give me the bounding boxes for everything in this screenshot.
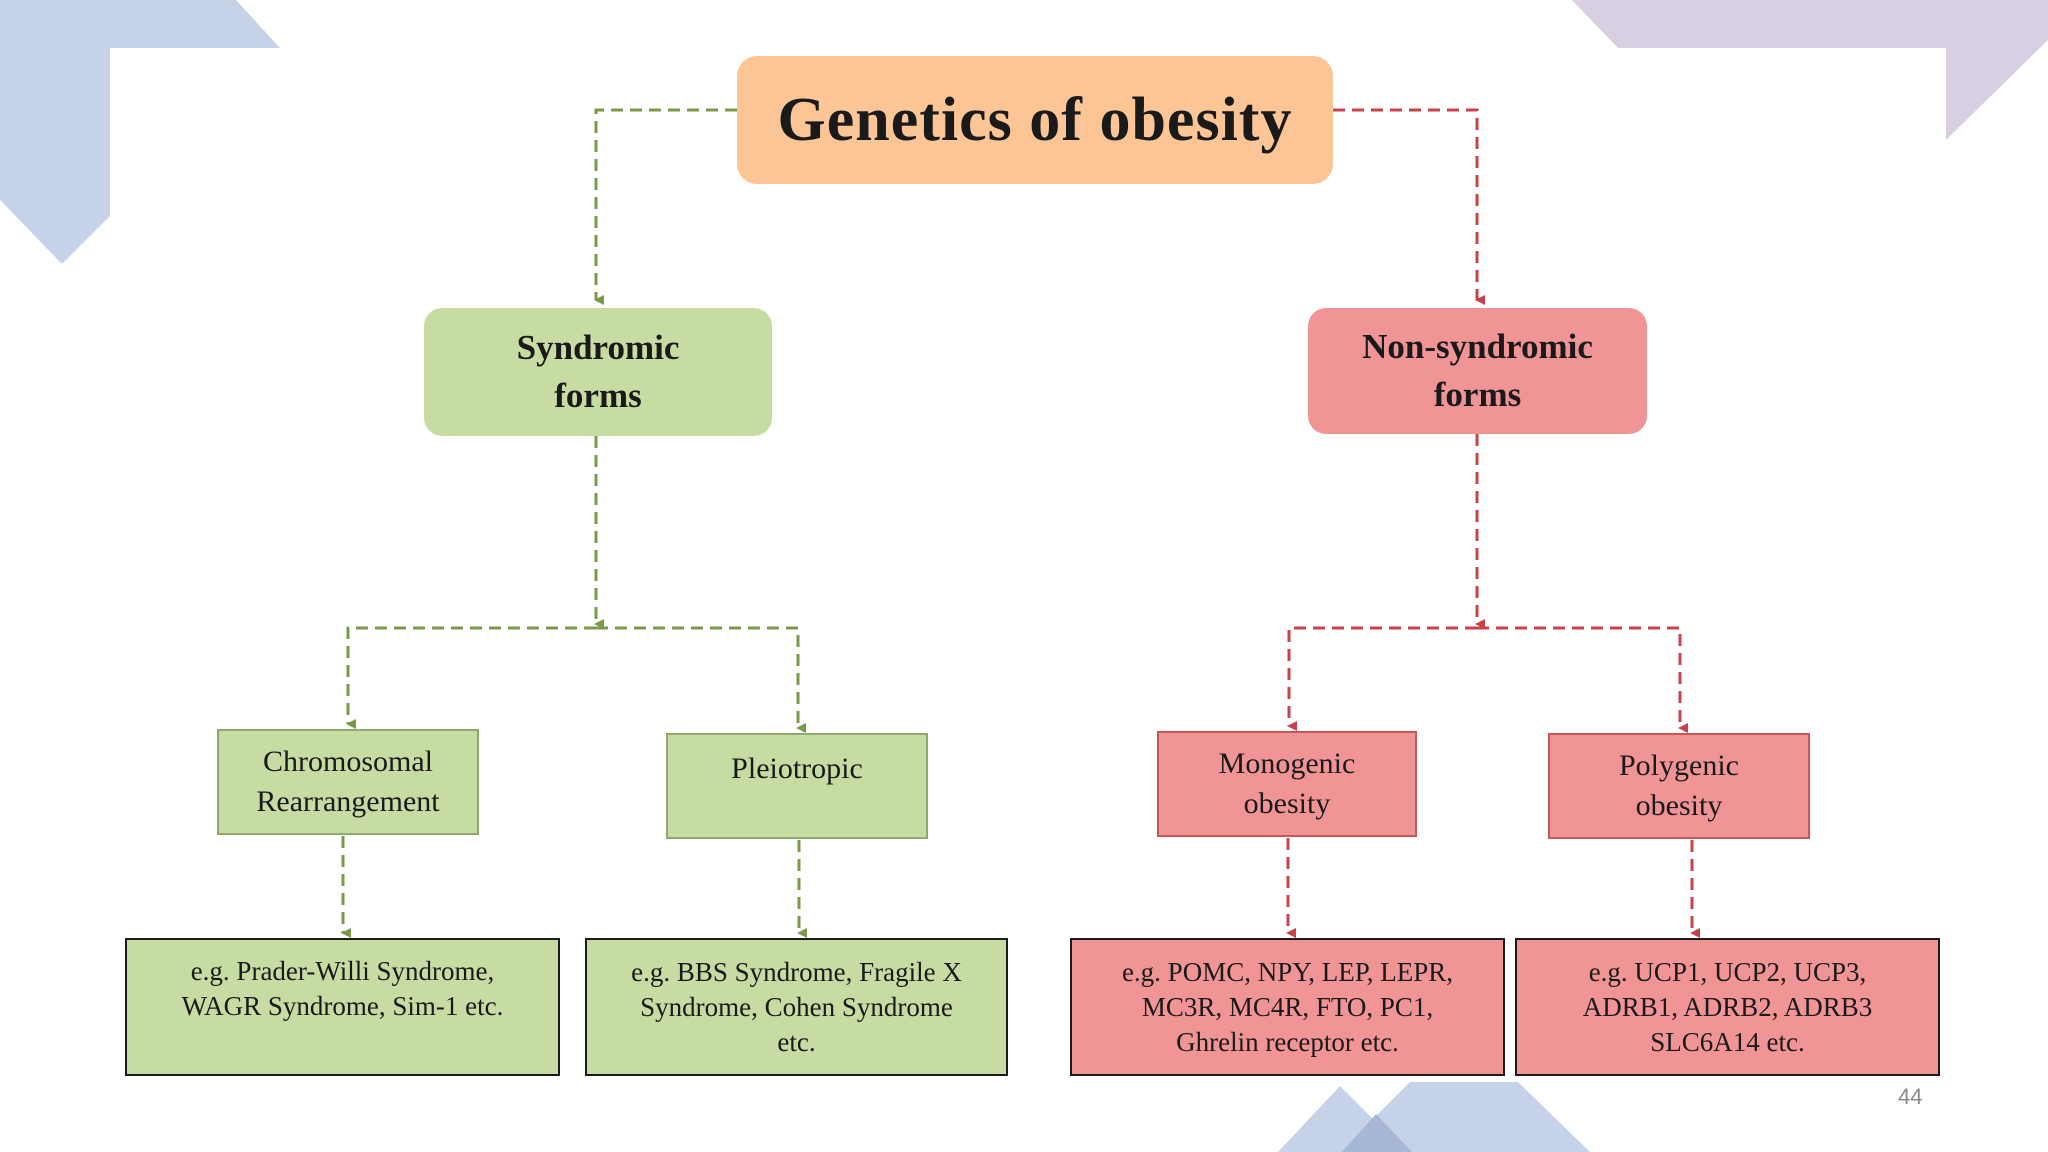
- diagram-title: Genetics of obesity: [737, 56, 1333, 184]
- example-polygenic: e.g. UCP1, UCP2, UCP3, ADRB1, ADRB2, ADR…: [1515, 938, 1940, 1076]
- node-pleiotropic: Pleiotropic: [666, 733, 928, 839]
- example-chromosomal: e.g. Prader-Willi Syndrome, WAGR Syndrom…: [125, 938, 560, 1076]
- node-non-syndromic-forms: Non-syndromic forms: [1308, 308, 1647, 434]
- connector-non-syndromic-split-right: [1477, 626, 1688, 733]
- connector-non-syndromic-split-left: [1287, 626, 1477, 731]
- corner-shape-top-right: [1572, 0, 2048, 140]
- connector-syndromic-split-left: [346, 626, 596, 729]
- corner-shape-bottom-3: [1342, 1114, 1412, 1152]
- example-monogenic: e.g. POMC, NPY, LEP, LEPR, MC3R, MC4R, F…: [1070, 938, 1505, 1076]
- connector-title-to-syndromic: [594, 108, 737, 305]
- connector-syndromic-split-right: [596, 626, 806, 733]
- corner-shape-top-left: [0, 0, 280, 264]
- connector-title-to-non-syndromic: [1333, 108, 1485, 305]
- node-syndromic-forms: Syndromic forms: [424, 308, 772, 436]
- page-number: 44: [1898, 1084, 1923, 1109]
- node-chromosomal-rearrangement: Chromosomal Rearrangement: [217, 729, 479, 835]
- corner-shape-bottom-2: [1340, 1082, 1590, 1152]
- node-polygenic-obesity: Polygenic obesity: [1548, 733, 1810, 839]
- example-pleiotropic: e.g. BBS Syndrome, Fragile X Syndrome, C…: [585, 938, 1008, 1076]
- node-monogenic-obesity: Monogenic obesity: [1157, 731, 1417, 837]
